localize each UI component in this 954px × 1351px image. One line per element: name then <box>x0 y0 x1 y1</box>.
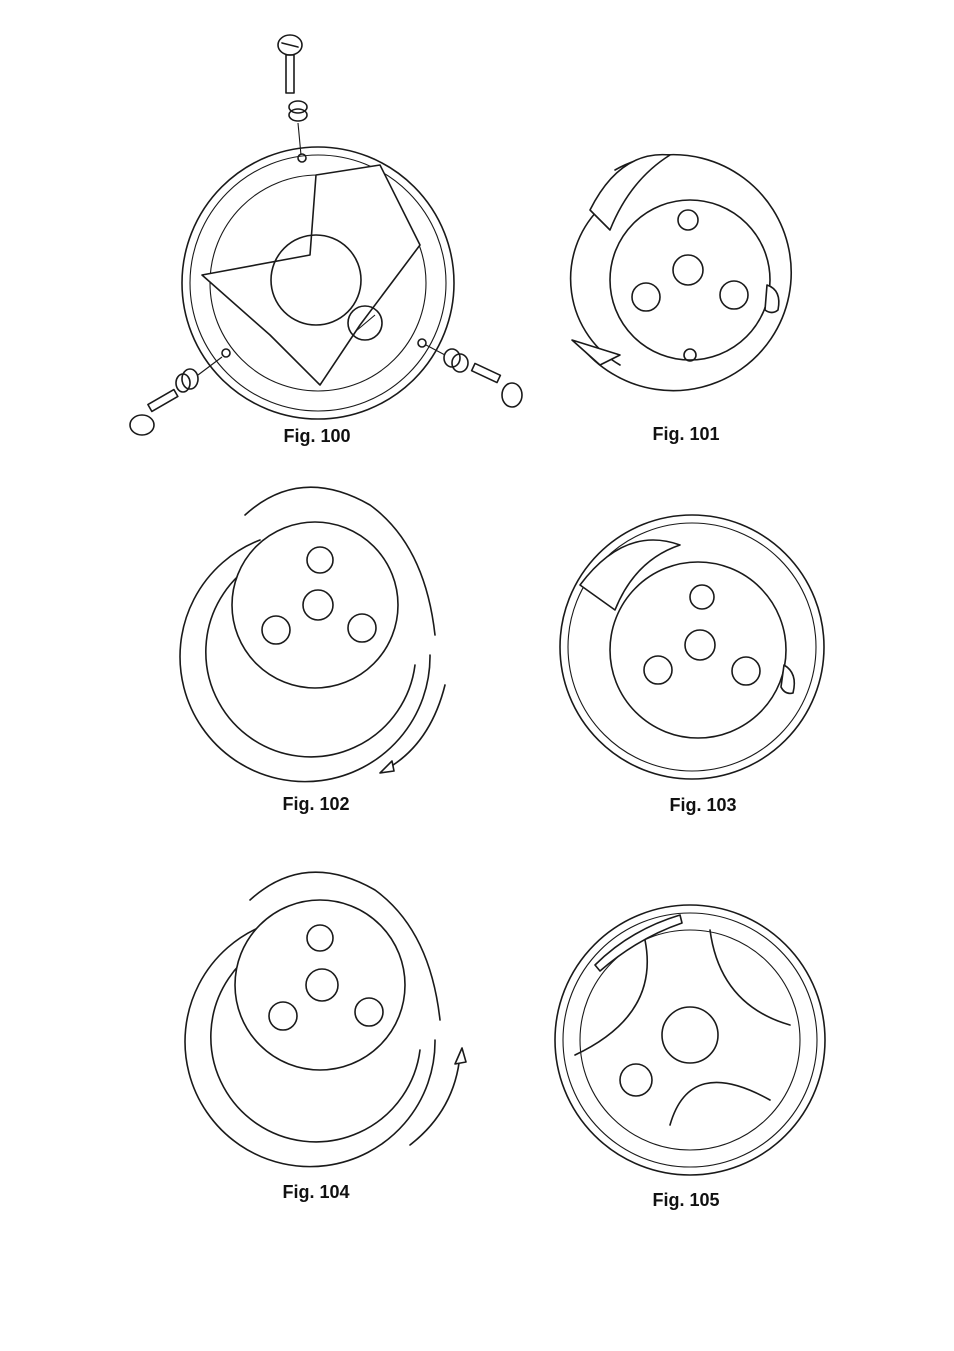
side-hole <box>620 1064 652 1096</box>
center-hole <box>662 1007 718 1063</box>
hook-outer-ring <box>555 905 825 1175</box>
latch-tab <box>765 285 779 313</box>
fig-105-hook-body: Fig. 105 <box>550 905 835 1220</box>
bobbin-case <box>232 522 398 688</box>
fig-101-caption: Fig. 101 <box>652 424 719 445</box>
fig-104-drawing <box>170 860 470 1160</box>
fig-101-drawing <box>560 140 820 400</box>
arrowhead <box>455 1048 466 1064</box>
latch-tab <box>781 665 794 693</box>
right-hole <box>720 281 748 309</box>
fig-103-drawing <box>555 515 830 775</box>
arrowhead <box>380 761 394 773</box>
bobbin-case <box>610 200 770 360</box>
fig-100-caption: Fig. 100 <box>283 426 350 447</box>
rotation-arrow-anticlockwise <box>385 685 445 770</box>
right-screw-assembly <box>418 339 522 407</box>
rotation-arrow-clockwise <box>410 1055 460 1145</box>
top-screw-assembly <box>278 35 307 162</box>
fig-100-exploded-hook: Fig. 100 <box>120 25 480 455</box>
fig-103-hook-assembled: Fig. 103 <box>555 515 830 825</box>
fig-102-hook-rotating: Fig. 102 <box>160 475 460 825</box>
fig-104-caption: Fig. 104 <box>282 1182 349 1203</box>
fig-101-hook-assembly: Fig. 101 <box>560 140 820 460</box>
bobbin-case <box>610 562 786 738</box>
fig-100-drawing <box>120 25 480 455</box>
hook-race <box>580 930 800 1150</box>
hook-point <box>590 155 670 230</box>
fig-102-caption: Fig. 102 <box>282 794 349 815</box>
fig-102-drawing <box>160 475 460 785</box>
fig-103-caption: Fig. 103 <box>669 795 736 816</box>
left-hole <box>632 283 660 311</box>
left-screw-assembly <box>130 349 230 435</box>
fig-105-drawing <box>550 905 835 1190</box>
fig-105-caption: Fig. 105 <box>652 1190 719 1211</box>
fig-104-hook-rotating: Fig. 104 <box>170 860 470 1210</box>
center-hole <box>673 255 703 285</box>
top-hole <box>678 210 698 230</box>
